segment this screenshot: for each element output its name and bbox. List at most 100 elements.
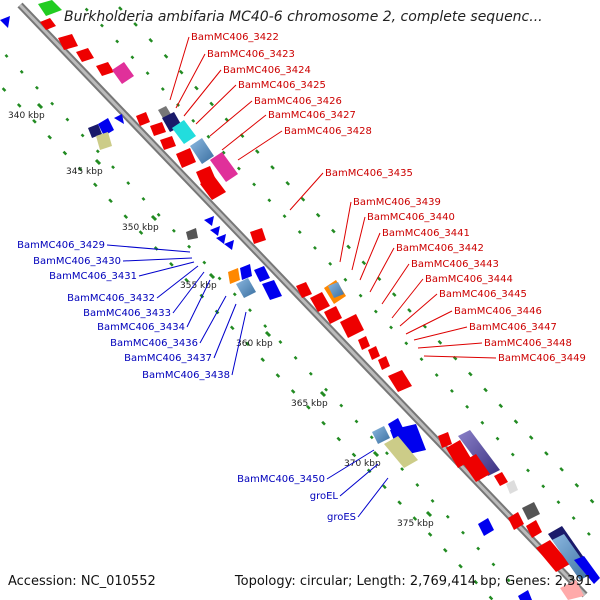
track-dot [141,197,146,201]
track-dot [308,371,313,376]
gene-label-forward[interactable]: BamMC406_3423 [207,49,295,60]
gene-feature [536,540,570,572]
gene-label-reverse[interactable]: BamMC406_3434 [97,322,185,333]
gene-label-forward[interactable]: BamMC406_3442 [396,243,484,254]
gene-feature [368,346,380,360]
track-dot [498,403,504,409]
track-dot [221,150,226,155]
track-dot [556,500,561,505]
gene-feature [240,264,252,280]
gene-label-forward[interactable]: BamMC406_3422 [191,32,279,43]
gene-feature [98,118,114,136]
gene-labels[interactable]: BamMC406_3422BamMC406_3423BamMC406_3424B… [17,32,586,523]
track-dot [437,339,443,345]
gene-label-reverse[interactable]: BamMC406_3433 [83,308,171,319]
track-dot [4,54,9,58]
track-dot [513,419,519,425]
track-dot [528,435,534,440]
gene-label-reverse[interactable]: groES [327,512,356,523]
track-dot [111,165,115,170]
gene-label-forward[interactable]: BamMC406_3449 [498,353,586,364]
gene-label-forward[interactable]: BamMC406_3445 [439,289,527,300]
track-dot [480,420,485,425]
gene-feature [38,0,62,16]
gene-label-forward[interactable]: BamMC406_3425 [238,80,326,91]
track-dot [351,452,357,458]
gene-label-forward[interactable]: BamMC406_3443 [411,259,499,270]
track-dot [369,435,374,440]
gene-feature [160,136,176,150]
track-dot [123,214,129,219]
gene-label-reverse[interactable]: BamMC406_3431 [49,271,137,282]
gene-feature [438,432,452,448]
gene-feature [236,278,256,298]
track-dot [324,387,328,392]
track-dot [282,214,287,219]
track-dot [202,260,207,265]
track-dot [339,403,344,408]
track-dot [586,532,591,536]
track-dot [248,308,252,313]
gene-feature [58,34,78,50]
kbp-tick-mark [372,450,380,458]
gene-label-reverse[interactable]: BamMC406_3438 [142,370,230,381]
track-dot [443,548,448,553]
callout-line [156,265,199,299]
kbp-label: 365 kbp [291,399,328,409]
gene-label-reverse[interactable]: BamMC406_3450 [237,474,325,485]
kbp-tick-mark [425,510,433,518]
track-dot [315,212,321,218]
track-dot [160,87,165,92]
gene-feature [210,226,220,236]
track-dot [16,103,22,108]
track-dot [178,69,184,75]
track-dot [260,357,265,362]
gene-label-reverse[interactable]: BamMC406_3429 [17,240,105,251]
gene-label-forward[interactable]: BamMC406_3428 [284,126,372,137]
gene-label-forward[interactable]: BamMC406_3448 [484,338,572,349]
gene-feature [136,112,150,126]
gene-label-forward[interactable]: BamMC406_3439 [353,197,441,208]
track-dot [526,468,530,473]
gene-label-forward[interactable]: BamMC406_3446 [454,306,542,317]
gene-label-forward[interactable]: BamMC406_3447 [469,322,557,333]
gene-label-forward[interactable]: BamMC406_3427 [268,110,356,121]
gene-feature [186,228,198,240]
track-dot [400,467,405,472]
gene-label-forward[interactable]: BamMC406_3424 [223,65,311,76]
gene-label-forward[interactable]: BamMC406_3441 [382,228,470,239]
gene-label-forward[interactable]: BamMC406_3444 [425,274,513,285]
gene-label-forward[interactable]: BamMC406_3426 [254,96,342,107]
gene-label-reverse[interactable]: BamMC406_3432 [67,293,155,304]
kbp-tick-mark [208,272,216,280]
track-dot [130,55,135,60]
track-dot [321,420,326,426]
callout-line [175,53,206,109]
gene-label-forward[interactable]: BamMC406_3440 [367,212,455,223]
track-dot [476,546,481,551]
gene-feature [296,282,312,298]
gene-feature [204,216,214,226]
gene-label-reverse[interactable]: groEL [310,491,339,502]
track-dot [50,101,55,106]
chromosome-backbone [17,2,588,598]
gene-feature [358,336,370,350]
gene-label-reverse[interactable]: BamMC406_3430 [33,256,121,267]
gene-feature [190,138,214,164]
track-dot [263,324,268,329]
gene-label-reverse[interactable]: BamMC406_3437 [124,353,212,364]
track-dot [19,69,24,74]
gene-label-forward[interactable]: BamMC406_3435 [325,168,413,179]
gene-feature [96,132,112,150]
track-dot [290,389,296,394]
track-dot [427,532,433,537]
callout-line [106,244,191,253]
kbp-tick-mark [94,158,102,166]
track-dot [328,261,333,266]
gene-label-reverse[interactable]: BamMC406_3436 [110,338,198,349]
track-dot [461,530,465,535]
topology-text: Topology: circular; Length: 2,769,414 bp… [234,574,592,589]
callout-line [195,84,237,125]
gene-feature [526,520,542,538]
